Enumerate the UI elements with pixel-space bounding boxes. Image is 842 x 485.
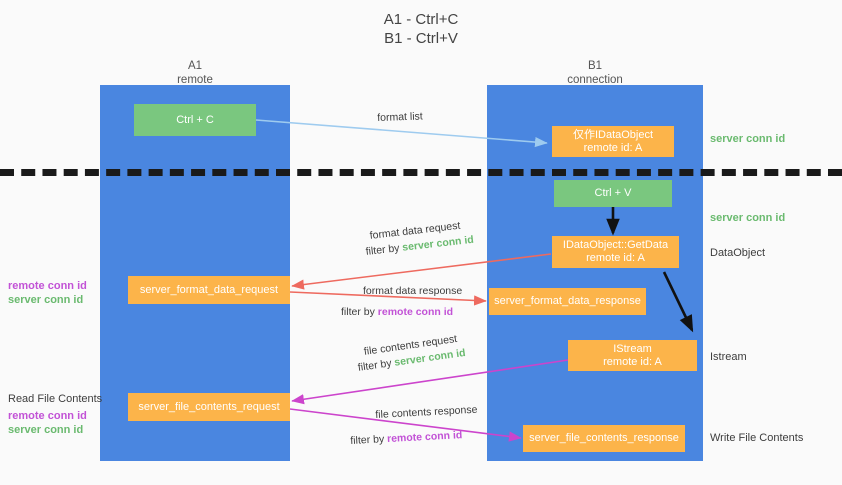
box-ctrl-c[interactable]: Ctrl + C bbox=[134, 104, 256, 136]
box-getdata-line1: IDataObject::GetData bbox=[562, 239, 669, 251]
edge-label-format-list: format list bbox=[377, 110, 423, 124]
filter-prefix-4: filter by bbox=[350, 433, 388, 447]
box-getdata-line2: remote id: A bbox=[586, 252, 645, 264]
box-server-format-data-response[interactable]: server_format_data_response bbox=[489, 288, 646, 315]
right-note-server-conn-id-mid: server conn id bbox=[710, 212, 786, 224]
box-istream-line2: remote id: A bbox=[603, 355, 662, 368]
page-title: A1 - Ctrl+C B1 - Ctrl+V bbox=[0, 10, 842, 48]
left-note-remote-conn-id: remote conn id bbox=[8, 280, 87, 292]
left-note-file-remote-conn-id: remote conn id bbox=[8, 410, 87, 422]
column-b1-name: B1 bbox=[587, 60, 603, 72]
title-line-1: A1 - Ctrl+C bbox=[383, 11, 459, 28]
filter-value-remote-conn-id-1: remote conn id bbox=[377, 306, 454, 318]
left-note-read-file-contents: Read File Contents bbox=[8, 393, 103, 405]
box-server-file-contents-request[interactable]: server_file_contents_request bbox=[128, 393, 290, 421]
column-a1-subtitle: remote bbox=[177, 74, 213, 86]
column-b1-subtitle: connection bbox=[567, 74, 623, 86]
edge-label-format-data-response: format data response bbox=[363, 285, 463, 297]
left-note-file-server-conn-id: server conn id bbox=[8, 424, 84, 436]
box-istream[interactable]: IStream remote id: A bbox=[568, 340, 697, 371]
box-istream-line1: IStream bbox=[613, 342, 652, 355]
box-idataobject-line1: 仅作IDataObject bbox=[572, 128, 654, 141]
title-line-2: B1 - Ctrl+V bbox=[384, 30, 458, 47]
box-idataobject-line2: remote id: A bbox=[583, 141, 643, 154]
right-note-write-file-contents: Write File Contents bbox=[710, 432, 804, 444]
column-header-b1: B1 connection bbox=[487, 59, 703, 87]
filter-prefix-1: filter by bbox=[365, 241, 404, 258]
right-note-dataobject: DataObject bbox=[710, 247, 766, 259]
left-note-format-conn-ids: remote conn id server conn id bbox=[8, 279, 98, 307]
filter-prefix-3: filter by bbox=[357, 356, 396, 374]
edge-label-format-data-response-filter: filter by remote conn id bbox=[341, 305, 453, 319]
box-idataobject[interactable]: 仅作IDataObject remote id: A bbox=[552, 126, 674, 157]
box-ctrl-v[interactable]: Ctrl + V bbox=[554, 180, 672, 207]
edge-label-file-contents-response: file contents response bbox=[375, 403, 478, 421]
right-note-istream: Istream bbox=[710, 351, 747, 363]
edge-label-file-contents-response-filter: filter by remote conn id bbox=[350, 428, 463, 448]
box-server-file-contents-response[interactable]: server_file_contents_response bbox=[523, 425, 685, 452]
column-header-a1: A1 remote bbox=[100, 59, 290, 87]
phase-divider bbox=[0, 169, 842, 176]
right-note-server-conn-id-top: server conn id bbox=[710, 133, 786, 145]
filter-prefix-2: filter by bbox=[341, 306, 378, 318]
filter-value-remote-conn-id-2: remote conn id bbox=[386, 429, 463, 446]
column-a1-name: A1 bbox=[187, 60, 203, 72]
box-getdata[interactable]: IDataObject::GetData remote id: A bbox=[552, 236, 679, 268]
box-server-format-data-request[interactable]: server_format_data_request bbox=[128, 276, 290, 304]
left-note-file-contents: Read File Contents remote conn id server… bbox=[8, 392, 103, 437]
left-note-server-conn-id: server conn id bbox=[8, 294, 84, 306]
